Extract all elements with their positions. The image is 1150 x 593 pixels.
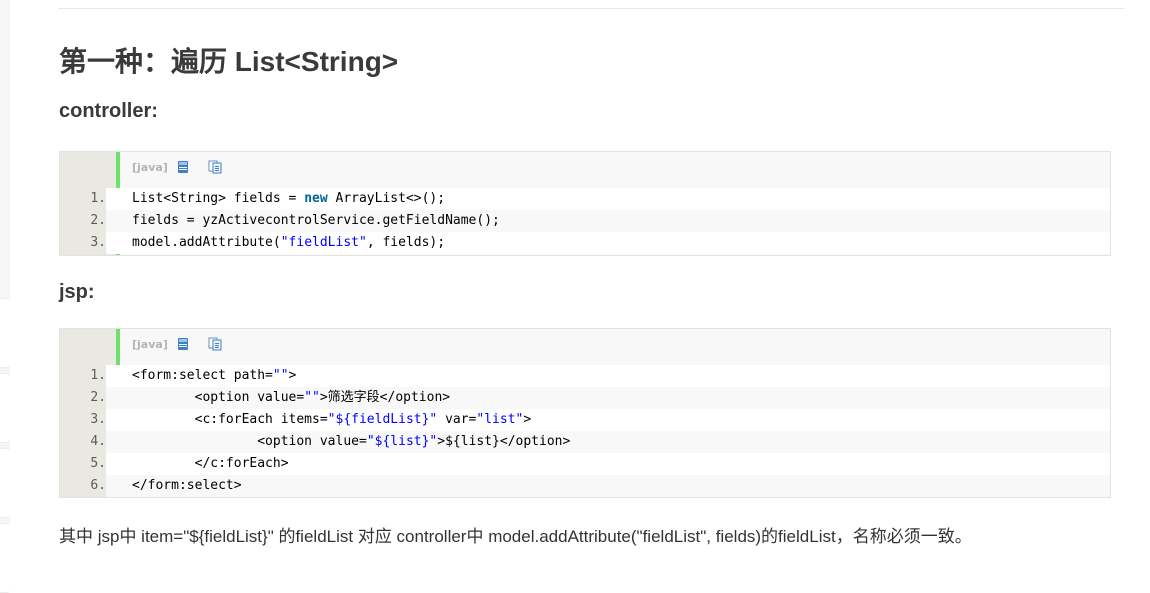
code-text: model.addAttribute("fieldList", fields); bbox=[132, 232, 445, 254]
code-text: fields = yzActivecontrolService.getField… bbox=[132, 210, 500, 232]
sidebar-tab[interactable] bbox=[0, 298, 10, 368]
code-text: </c:forEach> bbox=[132, 453, 289, 475]
code-language-label: [java] bbox=[132, 337, 168, 351]
code-line: 3. model.addAttribute("fieldList", fields… bbox=[60, 232, 1110, 254]
code-language-label: [java] bbox=[132, 160, 168, 174]
code-line: 1. <form:select path=""> bbox=[60, 365, 1110, 387]
code-token: ArrayList<>(); bbox=[327, 191, 446, 206]
code-toolbar: [java] bbox=[132, 335, 222, 353]
code-token: , fields); bbox=[366, 235, 446, 250]
code-string: "" bbox=[304, 390, 320, 405]
code-token: <form:select path= bbox=[132, 368, 273, 383]
code-line: 6. </form:select> bbox=[60, 475, 1110, 497]
code-token: >${list}</option> bbox=[437, 434, 571, 449]
code-token: <option value= bbox=[132, 434, 367, 449]
copy-icon[interactable] bbox=[208, 160, 222, 174]
code-block-controller: [java] 1.List<String> fields bbox=[59, 151, 1111, 256]
code-token: > bbox=[523, 412, 532, 427]
code-string: "fieldList" bbox=[280, 235, 367, 250]
code-line: 4. <option value="${list}">${list}</opti… bbox=[60, 431, 1110, 453]
code-string: "" bbox=[272, 368, 289, 383]
code-token: </form:select> bbox=[132, 478, 242, 493]
sidebar-tab[interactable] bbox=[0, 448, 10, 518]
view-source-icon[interactable] bbox=[176, 160, 190, 174]
code-string: "list" bbox=[476, 412, 524, 427]
sidebar-tab[interactable] bbox=[0, 523, 10, 593]
line-number: 2. bbox=[60, 387, 106, 409]
code-token: fields = yzActivecontrolService.getField… bbox=[132, 213, 500, 228]
line-number: 1. bbox=[60, 188, 106, 210]
sidebar-tab[interactable] bbox=[0, 373, 10, 443]
code-token: List<String> fields = bbox=[132, 191, 305, 206]
code-text: <c:forEach items="${fieldList}" var="lis… bbox=[132, 409, 532, 431]
code-line: 2. fields = yzActivecontrolService.getFie… bbox=[60, 210, 1110, 232]
line-number: 5. bbox=[60, 453, 106, 475]
code-line: 1. List<String> fields = new ArrayList<>(… bbox=[60, 188, 1110, 210]
code-token: var= bbox=[437, 412, 477, 427]
code-token: > bbox=[288, 368, 297, 383]
code-text: </form:select> bbox=[132, 475, 242, 497]
code-line: 3. <c:forEach items="${fieldList}" var="… bbox=[60, 409, 1110, 431]
code-block-jsp: [java] 1.<form:select path=" bbox=[59, 328, 1111, 498]
code-token: <c:forEach items= bbox=[132, 412, 328, 427]
line-number: 2. bbox=[60, 210, 106, 232]
code-token: <option value= bbox=[132, 390, 305, 405]
code-text: <option value="">筛选字段</option> bbox=[132, 387, 451, 409]
left-sidebar-edge bbox=[0, 0, 10, 593]
code-token: model.addAttribute( bbox=[132, 235, 281, 250]
top-divider bbox=[58, 8, 1124, 9]
copy-icon[interactable] bbox=[208, 337, 222, 351]
line-number: 4. bbox=[60, 431, 106, 453]
code-token: </c:forEach> bbox=[132, 456, 289, 471]
code-line: 2. <option value="">筛选字段</option> bbox=[60, 387, 1110, 409]
subheading-jsp: jsp: bbox=[59, 281, 95, 303]
code-keyword: new bbox=[304, 191, 328, 206]
code-text: List<String> fields = new ArrayList<>(); bbox=[132, 188, 445, 210]
view-source-icon[interactable] bbox=[176, 337, 190, 351]
line-number: 6. bbox=[60, 475, 106, 497]
code-string: "${fieldList}" bbox=[327, 412, 438, 427]
code-text: <option value="${list}">${list}</option> bbox=[132, 431, 570, 453]
line-number: 1. bbox=[60, 365, 106, 387]
line-number: 3. bbox=[60, 232, 106, 254]
line-number: 3. bbox=[60, 409, 106, 431]
code-line: 5. </c:forEach> bbox=[60, 453, 1110, 475]
section-heading: 第一种：遍历 List<String> bbox=[59, 46, 399, 77]
code-text: <form:select path=""> bbox=[132, 365, 296, 387]
code-token: >筛选字段</option> bbox=[319, 390, 451, 405]
explanation-text: 其中 jsp中 item="${fieldList}" 的fieldList 对… bbox=[59, 527, 972, 546]
code-toolbar: [java] bbox=[132, 158, 222, 176]
code-lines: 1. List<String> fields = new ArrayList<>(… bbox=[60, 188, 1110, 254]
subheading-controller: controller: bbox=[59, 100, 158, 122]
code-lines: 1.<form:select path="">2. <option value=… bbox=[60, 365, 1110, 497]
code-string: "${list}" bbox=[366, 434, 438, 449]
